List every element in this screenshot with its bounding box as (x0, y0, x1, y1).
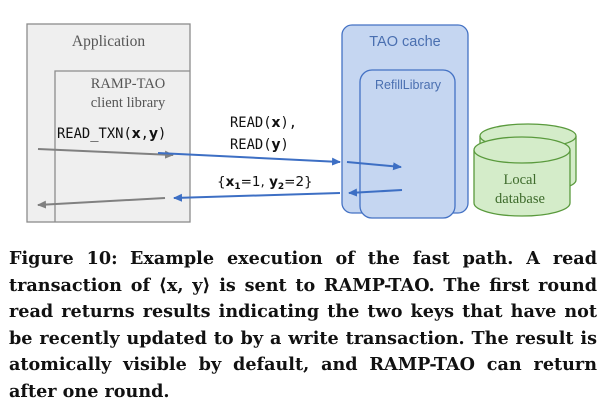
refill-library-box (359, 69, 456, 219)
caption-text: Example execution of the fast path. A re… (9, 248, 597, 402)
response-arrow-from-refill (348, 188, 403, 197)
response-arrow-out (37, 197, 166, 209)
figure-label: Figure 10: (9, 248, 118, 269)
client-library-box (54, 70, 190, 222)
response-arrow-to-client (173, 192, 341, 202)
tao-cache-label: TAO cache (369, 34, 440, 50)
local-db-label-line1: Local (503, 172, 536, 188)
local-db-label-line2: database (495, 191, 545, 207)
read-y-label: READ(y) (230, 137, 289, 153)
read-txn-label: READ_TXN(x,y) (57, 126, 166, 142)
request-arrow-in (37, 148, 174, 159)
request-arrow-to-cache (157, 152, 341, 166)
client-library-label-line2: client library (91, 95, 166, 111)
read-x-label: READ(x), (230, 115, 297, 131)
figure-caption: Figure 10: Example execution of the fast… (9, 246, 597, 405)
refill-library-label: RefillLibrary (375, 78, 442, 92)
request-arrow-to-refill (346, 161, 402, 171)
fast-path-diagram: Application RAMP-TAO client library TAO … (26, 23, 577, 223)
client-library-label-line1: RAMP-TAO (91, 76, 166, 92)
result-label: {x1=1, y2=2} (217, 174, 313, 192)
application-label: Application (72, 33, 145, 50)
local-database-icon (473, 123, 577, 217)
application-box (26, 23, 191, 223)
